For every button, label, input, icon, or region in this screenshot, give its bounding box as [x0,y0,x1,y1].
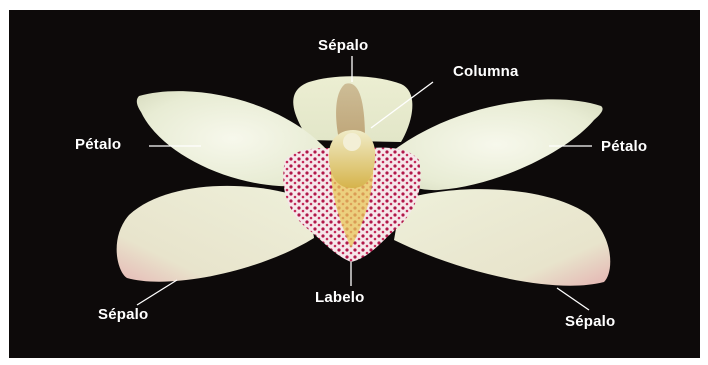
lower-right-sepal [394,189,610,286]
label-columna: Columna [453,63,519,81]
label-petalo-left: Pétalo [75,136,121,154]
label-sepalo-right: Sépalo [565,313,615,331]
lower-left-sepal [117,186,314,282]
leader-sepalo-right [557,288,589,310]
anther-cap [343,133,361,151]
label-sepalo-top: Sépalo [318,37,368,55]
orchid-diagram-frame: Sépalo Columna Pétalo Pétalo Sépalo Labe… [9,10,700,358]
right-petal [390,99,603,190]
leader-sepalo-left [137,280,177,305]
label-labelo: Labelo [315,289,365,307]
label-sepalo-left: Sépalo [98,306,148,324]
label-petalo-right: Pétalo [601,138,647,156]
